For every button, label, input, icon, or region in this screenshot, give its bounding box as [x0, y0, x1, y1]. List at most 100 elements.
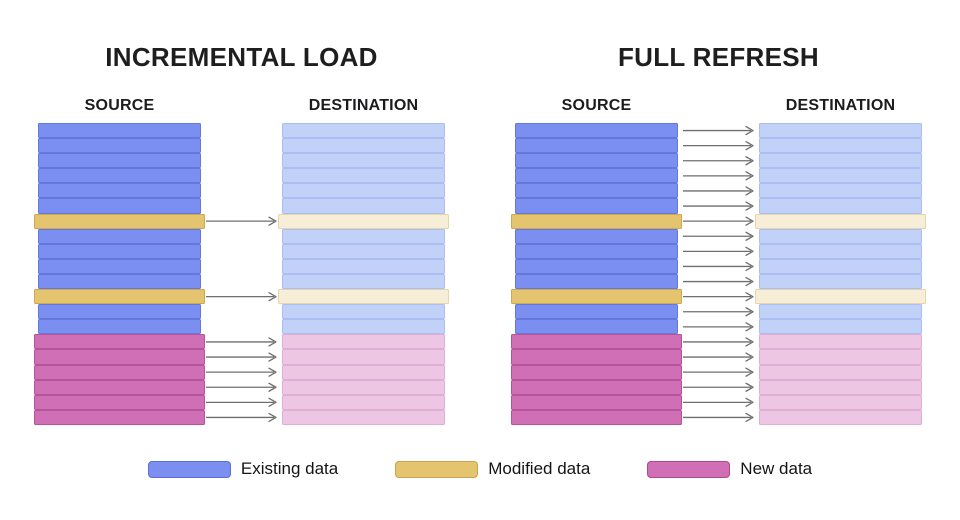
row-existing-dest: [759, 183, 922, 199]
row-modified-dest: [755, 289, 926, 305]
row-existing-source: [38, 319, 201, 335]
flow-arrow: [683, 352, 754, 362]
row-existing-source: [515, 258, 678, 274]
row-existing-dest: [282, 198, 445, 214]
row-existing-source: [515, 198, 678, 214]
flow-arrow: [683, 216, 754, 226]
row-existing-dest: [759, 138, 922, 154]
legend-item-new: New data: [647, 459, 812, 479]
flow-arrow: [683, 367, 754, 377]
row-modified-dest: [278, 213, 449, 229]
row-existing-dest: [282, 168, 445, 184]
row-existing-dest: [759, 198, 922, 214]
flow-arrows: [683, 125, 754, 423]
row-existing-source: [515, 168, 678, 184]
row-existing-dest: [282, 153, 445, 169]
row-new-source: [34, 364, 205, 380]
row-existing-source: [515, 123, 678, 139]
flow-arrow: [683, 322, 754, 332]
destination-label: DESTINATION: [785, 97, 896, 114]
row-existing-dest: [759, 273, 922, 290]
row-new-source: [511, 364, 682, 380]
row-modified-dest: [755, 213, 926, 229]
flow-arrow: [683, 337, 754, 347]
source-table: [511, 123, 682, 425]
flow-arrow: [683, 125, 754, 136]
row-existing-dest: [759, 258, 922, 274]
flow-arrow: [683, 156, 754, 166]
row-existing-dest: [282, 138, 445, 154]
legend-item-modified: Modified data: [395, 459, 590, 479]
row-existing-source: [38, 138, 201, 154]
flow-arrow: [683, 397, 754, 408]
row-existing-source: [515, 304, 678, 320]
flow-arrow: [683, 261, 754, 272]
source-table: [34, 123, 205, 425]
row-existing-source: [38, 123, 201, 139]
row-existing-source: [515, 319, 678, 335]
row-new-dest: [282, 394, 445, 410]
row-new-dest: [759, 364, 922, 380]
panel-title: FULL REFRESH: [617, 42, 819, 72]
row-existing-source: [515, 228, 678, 244]
row-modified-source: [34, 213, 205, 229]
row-existing-dest: [759, 228, 922, 244]
row-existing-source: [515, 153, 678, 169]
source-label: SOURCE: [561, 97, 632, 114]
row-new-dest: [759, 409, 922, 425]
row-existing-source: [38, 183, 201, 199]
row-existing-source: [515, 138, 678, 154]
row-new-dest: [759, 349, 922, 365]
row-new-dest: [282, 349, 445, 365]
legend-label: Modified data: [488, 459, 591, 478]
row-existing-source: [38, 153, 201, 169]
flow-arrow: [683, 186, 754, 196]
row-new-source: [511, 394, 682, 410]
row-existing-dest: [282, 273, 445, 290]
row-existing-source: [515, 183, 678, 199]
row-existing-source: [515, 273, 678, 290]
row-existing-dest: [282, 123, 445, 139]
row-existing-dest: [759, 319, 922, 335]
flow-arrow: [206, 412, 277, 423]
row-new-dest: [282, 379, 445, 395]
row-new-dest: [282, 364, 445, 380]
row-existing-dest: [282, 243, 445, 259]
flow-arrow: [683, 291, 754, 302]
flow-arrow: [206, 352, 277, 362]
flow-arrow: [206, 337, 277, 347]
flow-arrow: [683, 246, 754, 257]
row-new-dest: [282, 334, 445, 350]
legend-label: Existing data: [240, 459, 339, 478]
row-new-source: [34, 409, 205, 425]
row-existing-source: [38, 198, 201, 214]
row-existing-dest: [282, 258, 445, 274]
row-new-dest: [759, 379, 922, 395]
row-new-dest: [282, 409, 445, 425]
row-modified-source: [511, 213, 682, 229]
row-modified-dest: [278, 289, 449, 305]
row-existing-source: [38, 243, 201, 259]
row-new-source: [511, 334, 682, 350]
flow-arrow: [683, 307, 754, 317]
legend-item-existing: Existing data: [147, 459, 339, 479]
row-new-source: [34, 394, 205, 410]
flow-arrow: [683, 276, 754, 287]
flow-arrow: [206, 216, 277, 226]
row-existing-source: [38, 304, 201, 320]
row-existing-dest: [282, 228, 445, 244]
row-existing-dest: [759, 123, 922, 139]
flow-arrow: [206, 367, 277, 377]
row-existing-source: [38, 258, 201, 274]
legend-label: New data: [740, 459, 813, 478]
flow-arrow: [206, 291, 277, 302]
row-existing-dest: [759, 243, 922, 259]
panel-incremental-load: INCREMENTAL LOAD SOURCE DESTINATION: [34, 0, 449, 440]
row-existing-dest: [282, 319, 445, 335]
row-existing-dest: [282, 183, 445, 199]
destination-label: DESTINATION: [308, 97, 419, 114]
flow-arrow: [683, 140, 754, 151]
flow-arrow: [683, 171, 754, 181]
row-existing-dest: [759, 168, 922, 184]
